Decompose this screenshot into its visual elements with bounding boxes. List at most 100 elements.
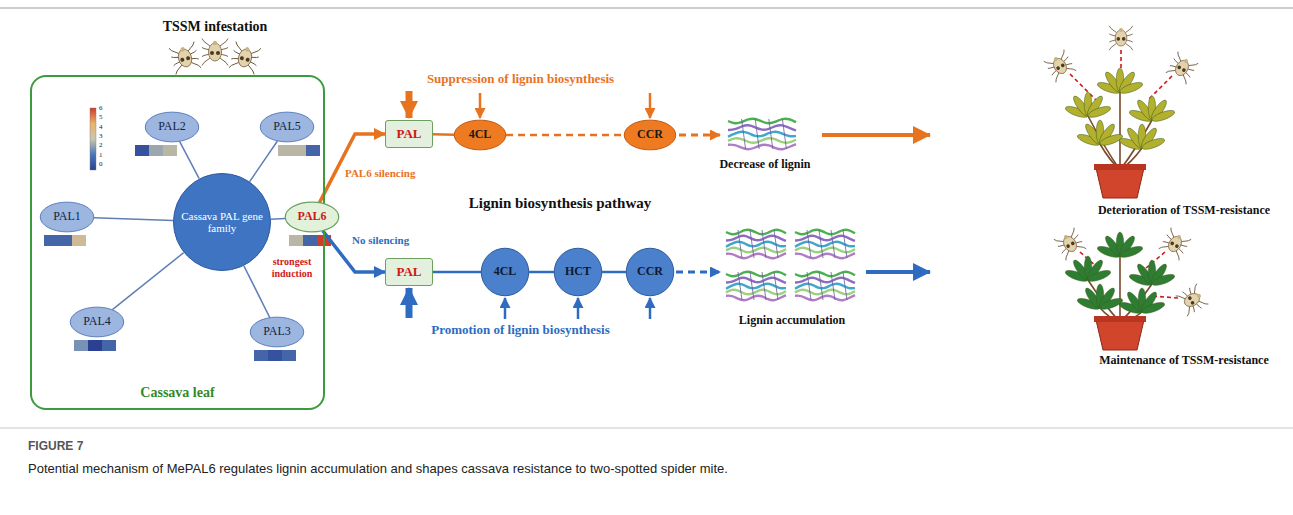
heatmap-cell <box>74 340 88 351</box>
mite-head <box>245 47 250 52</box>
node-text: 4CL <box>469 128 492 141</box>
annotation-text: Lignin biosynthesis pathway <box>410 195 710 212</box>
plant-leaf-lobe <box>1087 104 1112 119</box>
mite-leg <box>186 42 196 51</box>
mite-leg <box>1067 65 1077 74</box>
enzyme-circle: HCT <box>554 248 602 296</box>
mite-leg <box>174 65 184 74</box>
heatmap-cell <box>282 350 296 361</box>
lignin-crosslink <box>762 272 766 300</box>
spider-mite-icon <box>1044 50 1076 83</box>
lignin-strand <box>795 253 855 258</box>
mite-leg <box>220 39 228 47</box>
node-text: PAL6 <box>297 210 326 223</box>
annotation-text: Deterioration of TSSM-resistance <box>1080 204 1288 218</box>
mite-leg <box>1199 298 1208 308</box>
expression-heatmap <box>135 145 177 156</box>
mite-head <box>1176 234 1181 239</box>
mite-head <box>1053 56 1058 61</box>
connector-label: PAL6 silencing <box>343 167 417 179</box>
spider-mite-icon <box>169 42 201 75</box>
arrow-line <box>406 288 413 318</box>
expression-heatmap <box>254 350 296 361</box>
shape-fill <box>626 248 674 296</box>
connector <box>244 266 270 318</box>
heatmap-cell <box>278 145 292 156</box>
lignin-crosslink <box>738 272 742 300</box>
scale-value: 4 <box>99 123 113 131</box>
mite-spot <box>1056 66 1061 71</box>
lignin-strand <box>726 284 786 289</box>
lignin-strand <box>795 284 855 289</box>
annotation-text: TSSM infestation <box>130 19 300 35</box>
mite-body <box>1182 291 1202 309</box>
leaf-region: Cassava leafCassava PAL gene familyPAL2P… <box>30 75 325 410</box>
mite-leg <box>202 58 210 66</box>
pot-rim <box>1094 316 1146 322</box>
lignin-polymer-icon <box>726 272 786 301</box>
connector <box>602 271 626 274</box>
mite-head <box>180 47 185 52</box>
mite-body <box>1061 234 1079 254</box>
mite-leg <box>1184 307 1193 317</box>
lignin-crosslink <box>774 230 778 258</box>
lignin-crosslink <box>762 230 766 258</box>
mite-leg <box>1068 228 1078 237</box>
heatmap-cell <box>254 350 268 361</box>
node-text: PAL1 <box>53 210 81 223</box>
mite-leg <box>191 60 201 69</box>
connector <box>180 141 200 178</box>
mite-leg <box>1077 243 1087 252</box>
plant-stem <box>1119 256 1121 322</box>
color-scale-bar <box>90 108 96 170</box>
caption-rule <box>0 428 1293 429</box>
spider-mite-icon <box>1054 228 1086 261</box>
enzyme-circle: 4CL <box>481 248 529 296</box>
shape-fill <box>624 120 675 150</box>
flower-pot <box>1096 168 1144 198</box>
mite-spot <box>216 51 220 55</box>
mite-leg <box>234 42 244 51</box>
mite-head <box>1196 293 1201 298</box>
lignin-strand <box>728 125 796 130</box>
lignin-crosslink <box>819 230 823 258</box>
node-text: 4CL <box>494 265 517 278</box>
lignin-crosslink <box>807 272 811 300</box>
node-text: CCR <box>637 265 663 278</box>
mite-leg <box>1063 251 1073 260</box>
heatmap-cell <box>163 145 177 156</box>
mite-leg <box>1058 50 1068 59</box>
node-text: PAL3 <box>263 325 291 338</box>
annotation-text: Promotion of lignin biosynthesis <box>398 323 643 338</box>
mite-leg <box>1126 26 1133 33</box>
lignin-crosslink <box>843 230 847 258</box>
expression-heatmap <box>278 145 320 156</box>
spider-mite-icon <box>1166 52 1198 85</box>
lignin-crosslink <box>750 230 754 258</box>
shape-fill <box>554 248 602 296</box>
lignin-crosslink <box>831 230 835 258</box>
lignin-crosslink <box>807 230 811 258</box>
lignin-strand <box>728 119 796 124</box>
shape-fill <box>285 202 338 232</box>
mite-body <box>176 48 193 69</box>
lignin-strand <box>795 242 855 247</box>
top-rule <box>0 8 1293 9</box>
lignin-polymer-icon <box>728 119 796 150</box>
node-text: Cassava PAL gene family <box>181 210 263 234</box>
mite-spot <box>180 57 185 62</box>
scale-value: 1 <box>99 151 113 159</box>
connector <box>506 134 624 137</box>
plant-leaf-lobe <box>1087 268 1112 283</box>
gene-ellipse: PAL1 <box>40 202 94 232</box>
lignin-crosslink <box>755 119 759 149</box>
flower-pot <box>1096 320 1144 350</box>
arrow-line <box>504 298 507 319</box>
mite-leg <box>1054 236 1064 245</box>
node-text: PAL2 <box>158 120 186 133</box>
heatmap-cell <box>72 235 86 246</box>
mite-spot <box>1066 244 1071 249</box>
lignin-strand <box>726 278 786 283</box>
mite-spot <box>1170 241 1175 246</box>
mite-leg <box>246 65 256 74</box>
